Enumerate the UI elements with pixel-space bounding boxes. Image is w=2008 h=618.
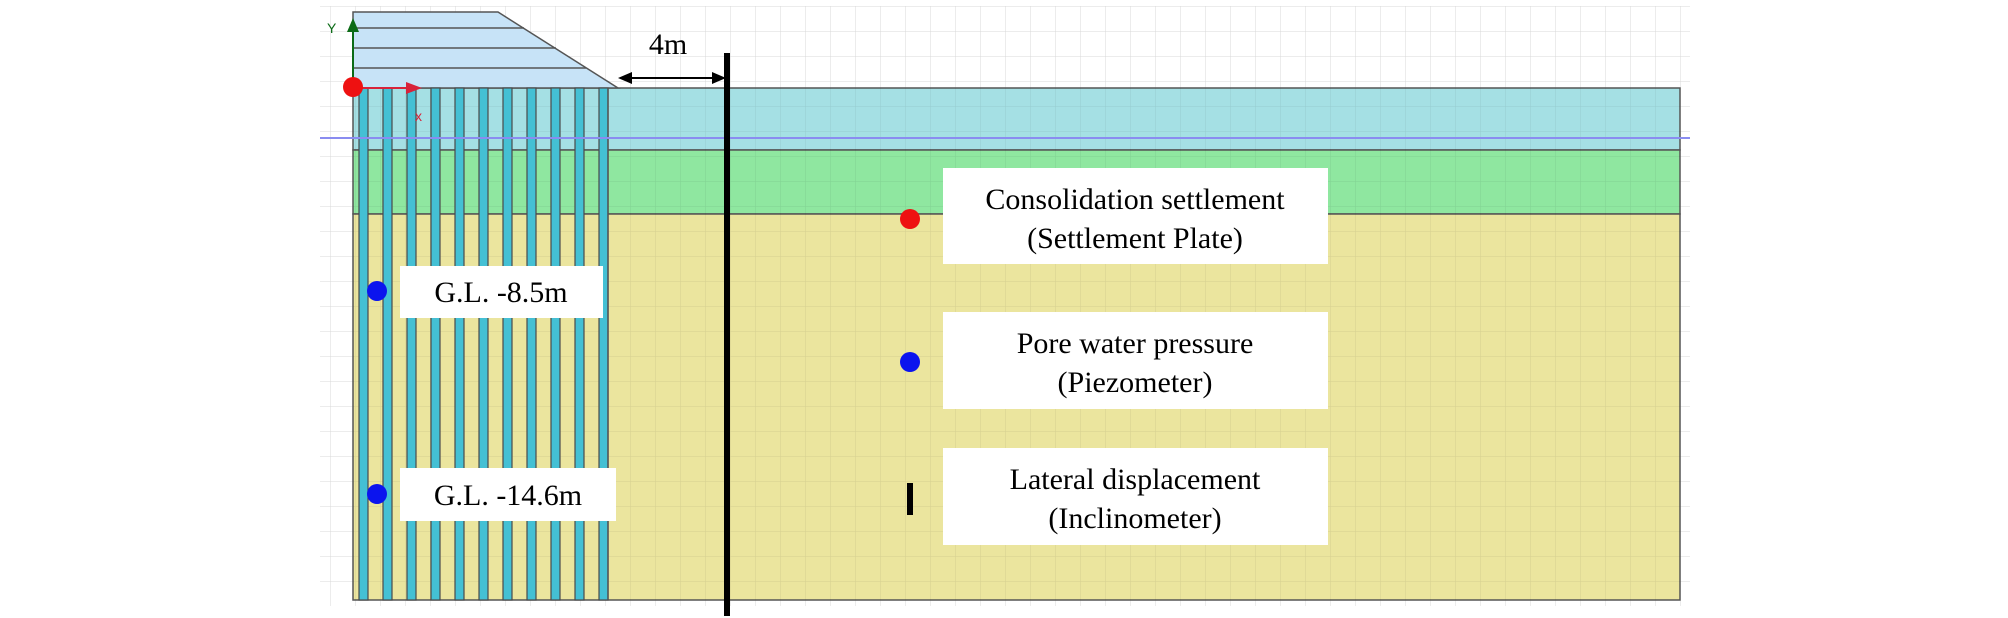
y-axis-label: Y: [327, 20, 337, 36]
legend: Consolidation settlement (Settlement Pla…: [900, 168, 1328, 545]
piezometer-marker-shallow: [367, 281, 387, 301]
settlement-plate-marker: [900, 209, 920, 229]
x-axis-label: x: [415, 108, 422, 124]
reference-section-line: [724, 53, 730, 616]
spacing-label: 4m: [649, 28, 687, 61]
dimension-arrow-left-icon: [618, 72, 632, 84]
depth-label-2: G.L. -14.6m: [400, 468, 616, 521]
vertical-drain: [526, 87, 537, 601]
vertical-drain: [478, 87, 489, 601]
depth-label-2-text: G.L. -14.6m: [434, 479, 582, 512]
legend-item-inclinometer: Lateral displacement (Inclinometer): [907, 448, 1328, 545]
legend-piezometer-line1: Pore water pressure: [1017, 327, 1254, 360]
depth-label-1: G.L. -8.5m: [400, 266, 603, 318]
vertical-drain: [550, 87, 561, 601]
piezometer-legend-marker: [900, 352, 920, 372]
dimension-arrow-right-icon: [712, 72, 726, 84]
vertical-drain: [454, 87, 465, 601]
y-axis-arrowhead-icon: [347, 18, 359, 32]
legend-inclinometer-line1: Lateral displacement: [1010, 463, 1261, 496]
legend-inclinometer-line2: (Inclinometer): [1048, 502, 1221, 535]
legend-item-piezometer: Pore water pressure (Piezometer): [900, 312, 1328, 409]
coordinate-axes: Y x: [327, 18, 422, 124]
vertical-drain: [502, 87, 513, 601]
vertical-drain: [598, 87, 609, 601]
depth-label-1-text: G.L. -8.5m: [434, 276, 567, 309]
inclinometer-marker: [907, 483, 913, 515]
legend-piezometer-line2: (Piezometer): [1058, 366, 1213, 399]
origin-point: [343, 77, 363, 97]
vertical-drain: [382, 87, 393, 601]
x-axis-arrowhead-icon: [406, 82, 422, 94]
vertical-drain: [406, 87, 417, 601]
spacing-dimension: 4m: [618, 28, 726, 84]
piezometer-marker-deep: [367, 484, 387, 504]
vertical-drain: [574, 87, 585, 601]
legend-item-settlement-plate: Consolidation settlement (Settlement Pla…: [900, 168, 1328, 264]
vertical-drains: [358, 87, 609, 601]
vertical-drain: [430, 87, 441, 601]
legend-settlement-line1: Consolidation settlement: [985, 183, 1285, 216]
legend-settlement-line2: (Settlement Plate): [1027, 222, 1243, 255]
vertical-drain: [358, 87, 369, 601]
